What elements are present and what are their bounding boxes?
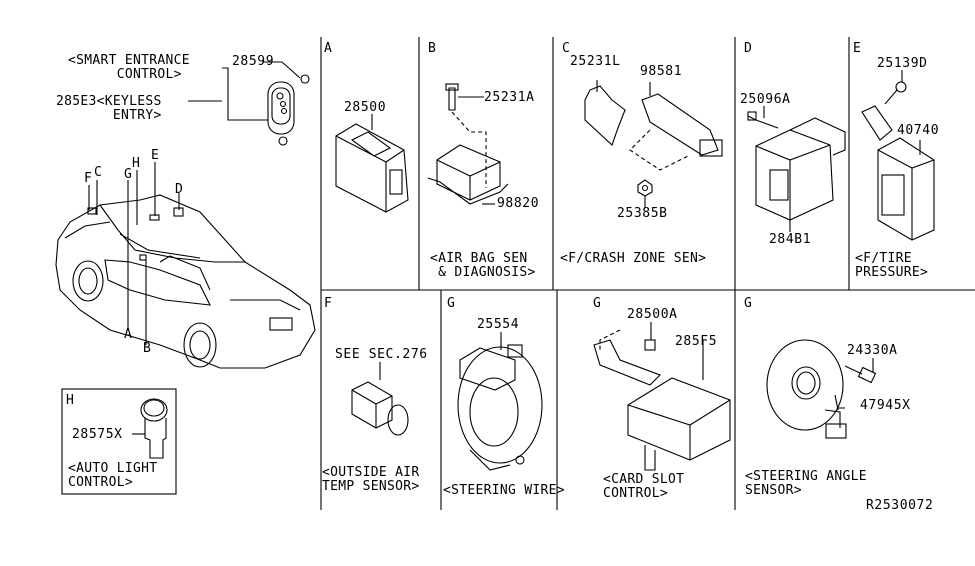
panel-e-section-letter: E (853, 41, 861, 56)
key-fob-drawing (188, 61, 310, 146)
panel-a-section-letter: A (324, 41, 332, 56)
panel-g3-section-letter: G (744, 296, 752, 311)
see-section-276-label[interactable]: SEE SEC.276 (335, 347, 428, 362)
steering-angle-sensor-drawing (766, 339, 877, 439)
part-number-25139d[interactable]: 25139D (877, 56, 928, 71)
part-number-40740[interactable]: 40740 (897, 123, 940, 138)
part-number-24330a[interactable]: 24330A (847, 343, 898, 358)
part-number-25231a[interactable]: 25231A (484, 90, 535, 105)
inset-h-drawing (61, 388, 177, 495)
part-number-284b1[interactable]: 284B1 (769, 232, 812, 247)
location-letter-a: A (124, 327, 132, 342)
panel-g1-section-letter: G (447, 296, 455, 311)
panel-b-section-letter: B (428, 41, 436, 56)
panel-g1-caption: <STEERING WIRE> (443, 483, 565, 498)
location-letter-b: B (143, 341, 151, 356)
part-number-25554[interactable]: 25554 (477, 317, 520, 332)
part-number-25096a[interactable]: 25096A (740, 92, 791, 107)
part-number-98820[interactable]: 98820 (497, 196, 540, 211)
part-number-98581[interactable]: 98581 (640, 64, 683, 79)
inset-h-caption: <AUTO LIGHT CONTROL> (68, 461, 158, 490)
location-letter-e: E (151, 148, 159, 163)
location-letter-c: C (94, 165, 102, 180)
keyless-entry-part-label[interactable]: 285E3<KEYLESS ENTRY> (56, 94, 162, 123)
car-drawing (55, 162, 316, 369)
panel-g2-section-letter: G (593, 296, 601, 311)
outside-air-sensor-drawing (351, 362, 409, 436)
part-number-28500[interactable]: 28500 (344, 100, 387, 115)
part-number-47945x[interactable]: 47945X (860, 398, 911, 413)
drawing-number: R2530072 (866, 498, 934, 513)
inset-h-section-letter: H (66, 393, 74, 408)
location-letter-d: D (175, 182, 183, 197)
steering-wire-drawing (457, 332, 543, 471)
part-number-25385b[interactable]: 25385B (617, 206, 668, 221)
panel-g2-caption: <CARD SLOT CONTROL> (603, 472, 685, 501)
card-slot-control-drawing (593, 322, 731, 471)
panel-g3-caption: <STEERING ANGLE SENSOR> (745, 469, 867, 498)
panel-b-caption: <AIR BAG SEN & DIAGNOSIS> (430, 251, 536, 280)
part-284b1-drawing (747, 106, 846, 232)
panel-e-caption: <F/TIRE PRESSURE> (855, 251, 929, 280)
part-28500-drawing (335, 114, 409, 213)
tire-pressure-unit-drawing (861, 70, 935, 241)
panel-f-caption: <OUTSIDE AIR TEMP SENSOR> (322, 465, 420, 494)
part-number-28500a[interactable]: 28500A (627, 307, 678, 322)
location-letter-h: H (132, 156, 140, 171)
part-number-285f5[interactable]: 285F5 (675, 334, 718, 349)
panel-grid (320, 37, 975, 510)
panel-f-section-letter: F (324, 296, 332, 311)
part-number-28599[interactable]: 28599 (232, 54, 275, 69)
panel-c-caption: <F/CRASH ZONE SEN> (560, 251, 707, 266)
airbag-sensor-drawing (427, 83, 509, 205)
part-number-28575x[interactable]: 28575X (72, 427, 123, 442)
smart-entrance-label: <SMART ENTRANCE CONTROL> (68, 53, 190, 82)
panel-c-section-letter: C (562, 41, 570, 56)
part-number-25231l[interactable]: 25231L (570, 54, 621, 69)
crash-zone-sensor-drawing (584, 80, 723, 208)
location-letter-f: F (84, 171, 92, 186)
location-letter-g: G (124, 167, 132, 182)
panel-d-section-letter: D (744, 41, 752, 56)
